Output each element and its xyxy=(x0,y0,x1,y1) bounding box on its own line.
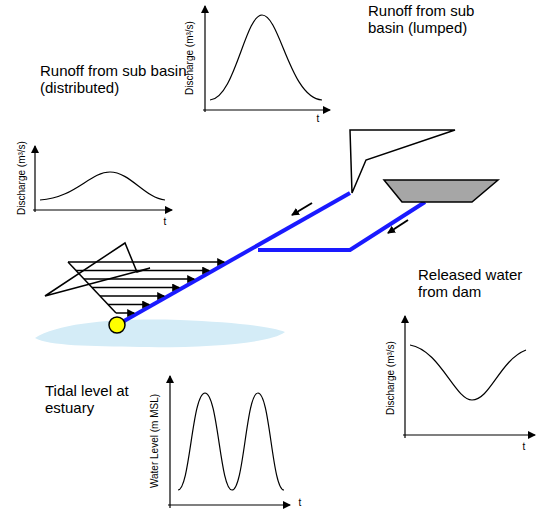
axis-label: t xyxy=(164,216,167,228)
inflow-arrow xyxy=(92,287,179,289)
axis-label: t xyxy=(523,441,526,453)
chart-tide xyxy=(168,376,290,508)
main-river xyxy=(117,193,350,325)
axis-label: Discharge (m³/s) xyxy=(184,21,196,95)
dam xyxy=(384,180,498,202)
axis-label: t xyxy=(317,113,320,125)
inflow-arrow xyxy=(100,295,164,297)
inflow-arrow xyxy=(108,304,149,306)
flow-arrow xyxy=(292,203,312,215)
chart-dam xyxy=(403,316,535,438)
axis-label: Discharge (m³/s) xyxy=(385,341,397,415)
estuary-water xyxy=(35,320,285,348)
flow-arrow xyxy=(388,220,408,233)
lateral-inflow xyxy=(68,262,224,313)
dam-label: Released water from dam xyxy=(418,266,538,301)
basin-label: Runoff from sub basin (distributed) xyxy=(40,62,190,97)
axis-label: t xyxy=(299,497,302,509)
outlet-point xyxy=(109,317,125,333)
chart-lumped xyxy=(203,6,330,112)
axis-label: Water Level (m MSL) xyxy=(149,394,161,488)
tributary-river xyxy=(258,202,425,250)
inflow-arrow xyxy=(116,312,134,314)
basin-label: Runoff from sub basin (lumped) xyxy=(368,2,508,37)
inflow-arrow xyxy=(76,270,209,272)
inflow-arrow xyxy=(68,261,224,263)
axis-label: Discharge (m³/s) xyxy=(16,141,28,215)
inflow-edge xyxy=(68,262,116,313)
chart-distributed xyxy=(33,146,172,212)
estuary-label: Tidal level at estuary xyxy=(45,382,155,417)
inflow-arrow xyxy=(84,278,194,280)
